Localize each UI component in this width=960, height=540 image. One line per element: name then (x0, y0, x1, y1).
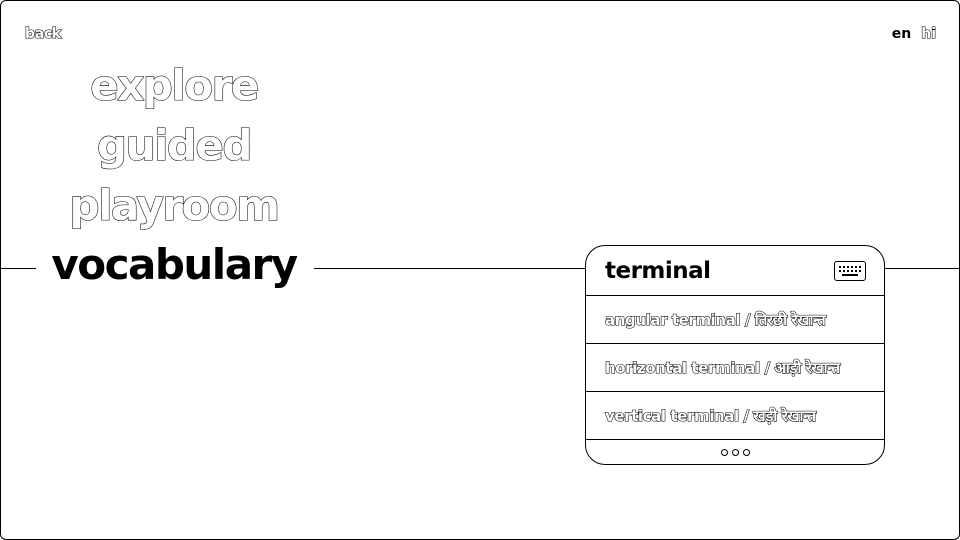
back-link[interactable]: back (24, 25, 61, 42)
menu-item-playroom[interactable]: playroom (69, 180, 281, 230)
ellipsis-icon (720, 448, 728, 456)
more-button[interactable] (586, 440, 884, 464)
keyboard-icon[interactable] (834, 260, 866, 281)
divider-middle (314, 268, 585, 269)
term-item-angular[interactable]: angular terminal / तिरछी रेखान्त (586, 296, 884, 344)
card-header: terminal (586, 246, 884, 296)
divider-left (0, 268, 36, 269)
language-switcher: en hi (891, 25, 937, 42)
term-item-horizontal[interactable]: horizontal terminal / आड़ी रेखान्त (586, 344, 884, 392)
main-menu: explore guided playroom vocabulary (36, 58, 312, 290)
ellipsis-icon (742, 448, 750, 456)
menu-item-vocabulary[interactable]: vocabulary (51, 240, 298, 289)
lang-hi[interactable]: hi (921, 25, 937, 42)
menu-item-explore[interactable]: explore (90, 60, 260, 110)
divider-right (884, 268, 960, 269)
card-title: terminal (605, 257, 711, 284)
term-item-vertical[interactable]: vertical terminal / खड़ी रेखान्त (586, 392, 884, 440)
menu-item-guided[interactable]: guided (96, 120, 253, 170)
lang-en[interactable]: en (891, 26, 912, 42)
vocabulary-card: terminal angular terminal / तिरछी रेखान्… (585, 245, 885, 465)
ellipsis-icon (731, 448, 739, 456)
